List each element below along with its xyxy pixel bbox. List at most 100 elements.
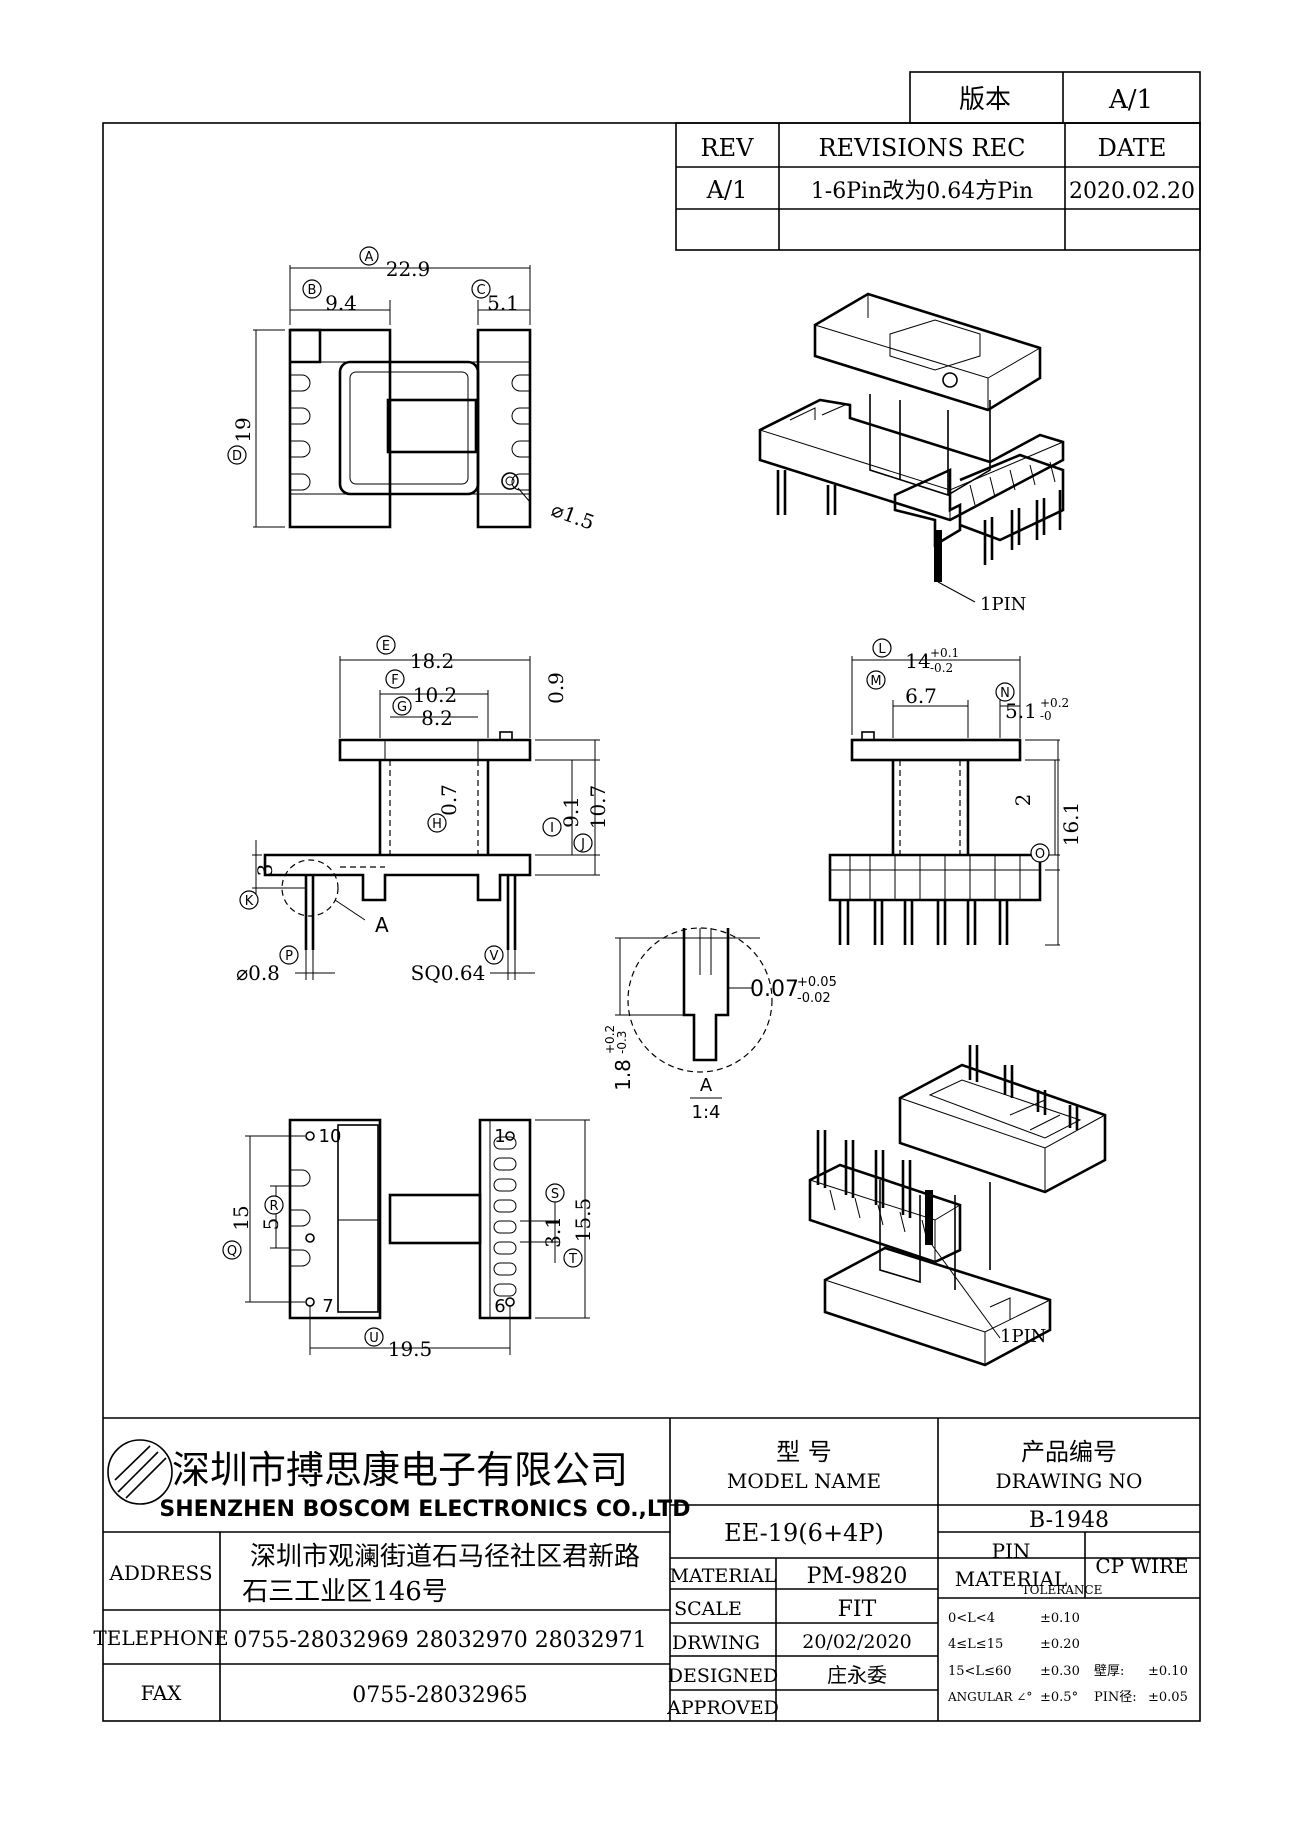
company-name-cn: 深圳市搏思康电子有限公司 [172, 1448, 628, 1492]
sheet-border [102, 122, 1201, 1722]
date-header: DATE [1098, 134, 1167, 162]
dim-M: 6.7 [905, 684, 937, 708]
company-name-en: SHENZHEN BOSCOM ELECTRONICS CO.,LTD [159, 1497, 690, 1522]
label-B: B [308, 283, 317, 298]
revision-table: REV REVISIONS REC DATE A/1 1-6Pin改为0.64方… [675, 122, 1201, 251]
approved-label: APPROVED [666, 1697, 779, 1719]
dim-A: 22.9 [386, 257, 431, 281]
pin-material-label2: MATERIAL [955, 1567, 1067, 1591]
version-value: A/1 [1108, 85, 1153, 115]
tol-val-1: ±0.20 [1040, 1637, 1080, 1652]
fax-value: 0755-28032965 [352, 1683, 527, 1708]
telephone-label: TELEPHONE [93, 1626, 228, 1650]
model-label-en: MODEL NAME [727, 1469, 881, 1493]
label-P: P [285, 949, 293, 964]
label-C: C [476, 283, 485, 298]
iso-view-bottom: 1PIN [808, 1045, 1107, 1367]
boscom-logo [107, 1439, 173, 1505]
label-G: G [397, 700, 407, 715]
tol-range-3: ANGULAR ∠° [947, 1690, 1032, 1704]
label-J: J [580, 837, 585, 852]
detail-len-up: +0.2 [603, 1025, 617, 1054]
label-O: O [1035, 847, 1045, 862]
material-label: MATERIAL [670, 1565, 777, 1587]
detail-scale: 1:4 [692, 1102, 721, 1123]
dim-N-tol-up: +0.2 [1040, 696, 1069, 710]
title-block: 深圳市搏思康电子有限公司 SHENZHEN BOSCOM ELECTRONICS… [93, 1417, 1200, 1721]
scale-value: FIT [838, 1597, 877, 1622]
material-value: PM-9820 [807, 1564, 908, 1589]
tol-range-2: 15<L≤60 [948, 1664, 1012, 1679]
telephone-value: 0755-28032969 28032970 28032971 [233, 1628, 646, 1653]
iso-top-pin-label: 1PIN [980, 594, 1026, 615]
wall-label: 壁厚: [1094, 1664, 1124, 1679]
detail-len: 1.8 [611, 1059, 635, 1091]
dim-D: 19 [231, 417, 255, 442]
tol-val-2: ±0.30 [1040, 1664, 1080, 1679]
dim-L-tol-up: +0.1 [930, 646, 959, 660]
version-label: 版本 [959, 85, 1011, 115]
iso-bottom-pin-label: 1PIN [1000, 1326, 1046, 1347]
dim-R: 5 [259, 1218, 283, 1231]
label-K: K [245, 894, 254, 909]
label-T: T [568, 1252, 577, 1267]
detail-len-dn: -0.3 [615, 1031, 629, 1054]
designed-value: 庄永委 [827, 1663, 887, 1687]
detail-ref: A [375, 913, 389, 937]
dim-top: 0.9 [544, 672, 568, 704]
tol-range-1: 4≤L≤15 [948, 1637, 1003, 1652]
dim-N-tol-dn: -0 [1040, 709, 1052, 723]
rec-header: REVISIONS REC [818, 134, 1025, 162]
dim-hole: ⌀1.5 [548, 497, 597, 535]
version-box: 版本 A/1 [909, 71, 1201, 124]
drawing-no-value: B-1948 [1029, 1508, 1109, 1533]
dim-K: 3 [253, 864, 277, 877]
label-A: A [365, 250, 374, 265]
address-line2: 石三工业区146号 [242, 1577, 448, 1607]
pin-1: 1 [494, 1126, 505, 1147]
tolerance-label: TOLERANCE [1022, 1583, 1103, 1597]
bottom-view: 10 1 7 6 Q 15 R 5 S 3.1 T 15.5 U 19.5 [222, 1118, 595, 1361]
dim-L-tol-dn: -0.2 [930, 661, 953, 675]
designed-label: DESIGNED [668, 1665, 779, 1687]
top-view: A 22.9 B 9.4 C 5.1 D 19 ⌀1.5 [227, 246, 598, 535]
drawing-no-label-cn: 产品编号 [1021, 1438, 1117, 1466]
address-label: ADDRESS [108, 1561, 212, 1585]
dim-L: 14 [905, 649, 930, 673]
dim-S: 3.1 [541, 1216, 565, 1248]
wall-value: ±0.10 [1148, 1664, 1188, 1679]
dim-H: 0.7 [437, 784, 461, 816]
dim-F: 10.2 [413, 683, 458, 707]
detail-a: 0.07 +0.05 -0.02 1.8 +0.2 -0.3 A 1:4 [603, 927, 837, 1123]
drawing-no-label-en: DRAWING NO [996, 1469, 1143, 1493]
scale-label: SCALE [674, 1598, 742, 1620]
fax-label: FAX [141, 1681, 183, 1705]
pin-material-value: CP WIRE [1095, 1554, 1188, 1578]
drwing-label: DRWING [672, 1632, 760, 1654]
dim-G: 8.2 [421, 706, 453, 730]
rec-cell: 1-6Pin改为0.64方Pin [811, 179, 1033, 204]
dim-O: 16.1 [1059, 802, 1083, 847]
address-line1: 深圳市观澜街道石马径社区君新路 [250, 1542, 640, 1572]
pin-material-label1: PIN [992, 1539, 1031, 1563]
model-label-cn: 型 号 [776, 1438, 832, 1466]
dim-N: 5.1 [1005, 699, 1037, 723]
label-M: M [870, 674, 881, 689]
tol-val-3: ±0.5° [1040, 1690, 1078, 1705]
drwing-value: 20/02/2020 [802, 1631, 912, 1653]
side-view: L 14 +0.1 -0.2 M 6.7 N 5.1 +0.2 -0 2 O 1… [828, 638, 1083, 946]
label-Q: Q [227, 1244, 237, 1259]
label-V: V [490, 949, 499, 964]
pin-6: 6 [494, 1296, 505, 1317]
dim-P: ⌀0.8 [236, 961, 280, 985]
iso-view-top: 1PIN [758, 292, 1065, 615]
dim-V: SQ0.64 [411, 961, 486, 985]
detail-slot-dn: -0.02 [797, 991, 831, 1006]
front-view: A E 18.2 F 10.2 G 8.2 H 0.7 0.9 I 9.1 J … [236, 635, 610, 985]
dim-B: 9.4 [325, 291, 357, 315]
dim-E: 18.2 [410, 649, 455, 673]
dim-C: 5.1 [487, 291, 519, 315]
label-F: F [391, 673, 398, 688]
pin-7: 7 [322, 1296, 333, 1317]
date-cell: 2020.02.20 [1069, 179, 1195, 204]
